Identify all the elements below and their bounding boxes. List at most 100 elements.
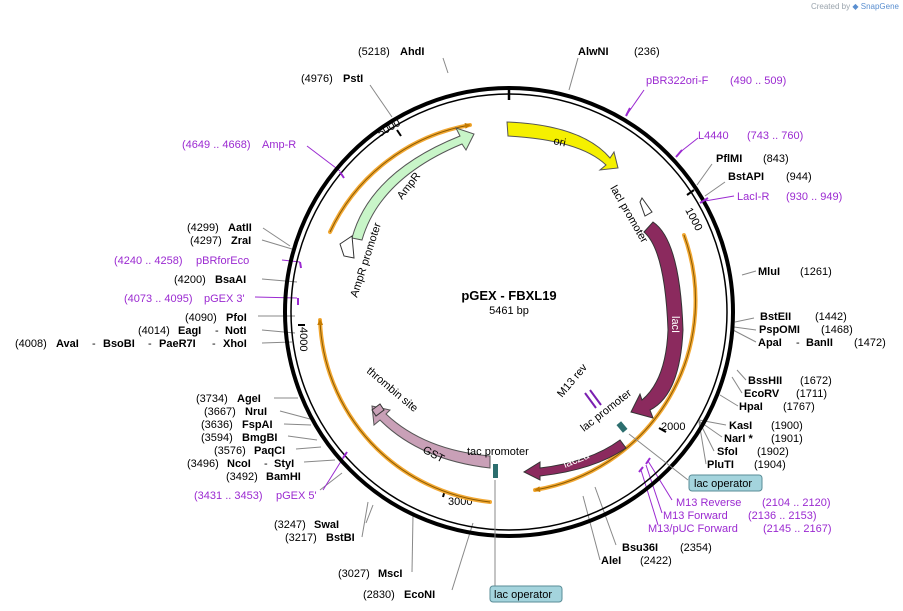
enzyme-nrui[interactable]: NruI [245,406,267,418]
enzyme-zrai[interactable]: ZraI [231,235,251,247]
primer-pgex5[interactable]: pGEX 5' [276,490,317,502]
primer-ampr[interactable]: Amp-R [262,139,296,151]
enzyme-bsaai[interactable]: BsaAI [215,274,246,286]
enzyme-bsteii[interactable]: BstEII [760,311,791,323]
primer-m13fwd[interactable]: M13 Forward [663,510,728,522]
enzyme-mlui[interactable]: MluI [758,266,780,278]
enzyme-alwni[interactable]: AlwNI [578,46,609,58]
enzyme-ahdi-pos: (5218) [358,46,390,58]
m13rev-feature [584,389,602,409]
primer-m13puc[interactable]: M13/pUC Forward [648,523,738,535]
enzyme-apai-sep: - [796,337,800,349]
primer-marks [297,107,709,473]
enzyme-banii[interactable]: BanII [806,337,833,349]
enzyme-kasi[interactable]: KasI [729,420,752,432]
primer-pgex3[interactable]: pGEX 3' [204,293,245,305]
tick-4000: 4000 [297,327,309,351]
enzyme-paer7i[interactable]: PaeR7I [159,338,196,350]
thrombin-feature [371,403,385,417]
enzyme-pspomi[interactable]: PspOMI [759,324,800,336]
enzyme-pfoi[interactable]: PfoI [226,312,247,324]
enzyme-aatii[interactable]: AatII [228,222,252,234]
enzyme-pflmi-pos: (843) [763,153,789,165]
enzyme-bamhi[interactable]: BamHI [266,471,301,483]
enzyme-psti[interactable]: PstI [343,73,363,85]
tick-5000: 5000 [376,117,403,140]
orange-arc-cores [317,122,697,503]
primer-leader-lines [254,89,735,526]
enzyme-fspai[interactable]: FspAI [242,419,273,431]
enzyme-bmgbi[interactable]: BmgBI [242,432,277,444]
enzyme-bsshii[interactable]: BssHII [748,375,782,387]
enzyme-bsu36i[interactable]: Bsu36I [622,542,658,554]
ori-label: ori [552,135,566,149]
enzyme-styi[interactable]: StyI [274,458,294,470]
laci-feature [630,221,684,419]
ampr-promoter-feature [339,235,355,259]
enzyme-nari[interactable]: NarI * [724,433,753,445]
enzyme-mlui-pos: (1261) [800,266,832,278]
enzyme-bsu36i-pos: (2354) [680,542,712,554]
laci-promoter-feature [639,197,653,217]
enzyme-alei[interactable]: AleI [601,555,621,567]
lac-operator-box-2[interactable] [489,585,563,603]
primer-m13fwd-range: (2136 .. 2153) [748,510,817,522]
enzyme-bsobi[interactable]: BsoBI [103,338,135,350]
enzyme-alwni-pos: (236) [634,46,660,58]
credit-brand: SnapGene [860,2,899,11]
primer-pbr322ori[interactable]: pBR322ori-F [646,75,709,87]
enzyme-ecorv[interactable]: EcoRV [744,388,780,400]
enzyme-ahdi[interactable]: AhdI [400,46,424,58]
lac-operator-1-label: lac operator [694,478,752,490]
enzyme-psti-pos: (4976) [301,73,333,85]
enzyme-agei[interactable]: AgeI [237,393,261,405]
primer-pgex5-range: (3431 .. 3453) [194,490,263,502]
primer-labels: pBR322ori-F (490 .. 509) L4440 (743 .. 7… [114,75,842,535]
enzyme-eagi[interactable]: EagI [178,325,201,337]
enzyme-msci[interactable]: MscI [378,568,402,580]
enzyme-pluti[interactable]: PluTI [707,459,734,471]
enzyme-econi[interactable]: EcoNI [404,589,435,601]
enzyme-nari-pos: (1901) [771,433,803,445]
enzyme-bsshii-pos: (1672) [800,375,832,387]
enzyme-bsaai-pos: (4200) [174,274,206,286]
tick-2000: 2000 [661,421,685,433]
enzyme-bstapi[interactable]: BstAPI [728,171,764,183]
enzyme-agei-pos: (3734) [196,393,228,405]
enzyme-pflmi[interactable]: PflMI [716,153,742,165]
enzyme-ncoi[interactable]: NcoI [227,458,251,470]
primer-l4440[interactable]: L4440 [698,130,729,142]
enzyme-swai[interactable]: SwaI [314,519,339,531]
enzyme-bmgbi-pos: (3594) [201,432,233,444]
primer-lacir[interactable]: LacI-R [737,191,769,203]
primer-l4440-range: (743 .. 760) [747,130,803,142]
enzyme-pfoi-pos: (4090) [185,312,217,324]
enzyme-alei-pos: (2422) [640,555,672,567]
enzyme-hpai[interactable]: HpaI [739,401,763,413]
lac-operator-2-label: lac operator [494,589,552,601]
lac-operator-1-leader [628,433,689,481]
enzyme-aval-pos: (4008) [15,338,47,350]
lac-operator-mark-2 [493,464,498,478]
enzyme-eagi-sep: - [215,325,219,337]
enzyme-xhoi[interactable]: XhoI [223,338,247,350]
enzyme-noti[interactable]: NotI [225,325,246,337]
primer-m13puc-range: (2145 .. 2167) [763,523,832,535]
enzyme-paqci[interactable]: PaqCI [254,445,285,457]
enzyme-apai-pos: (1472) [854,337,886,349]
enzyme-bstbi-pos: (3217) [285,532,317,544]
enzyme-aval[interactable]: AvaI [56,338,79,350]
primer-pbrforeco[interactable]: pBRforEco [196,255,249,267]
enzyme-bstbi[interactable]: BstBI [326,532,355,544]
primer-ampr-range: (4649 .. 4668) [182,139,251,151]
primer-pgex3-range: (4073 .. 4095) [124,293,193,305]
enzyme-apai[interactable]: ApaI [758,337,782,349]
primer-m13rev[interactable]: M13 Reverse [676,497,741,509]
lac-operator-box-1[interactable] [688,474,763,492]
enzyme-sfoi[interactable]: SfoI [717,446,738,458]
plasmid-length: 5461 bp [489,305,529,317]
primer-m13rev-range: (2104 .. 2120) [762,497,831,509]
enzyme-pspomi-pos: (1468) [821,324,853,336]
enzyme-aval-sep2: - [148,338,152,350]
